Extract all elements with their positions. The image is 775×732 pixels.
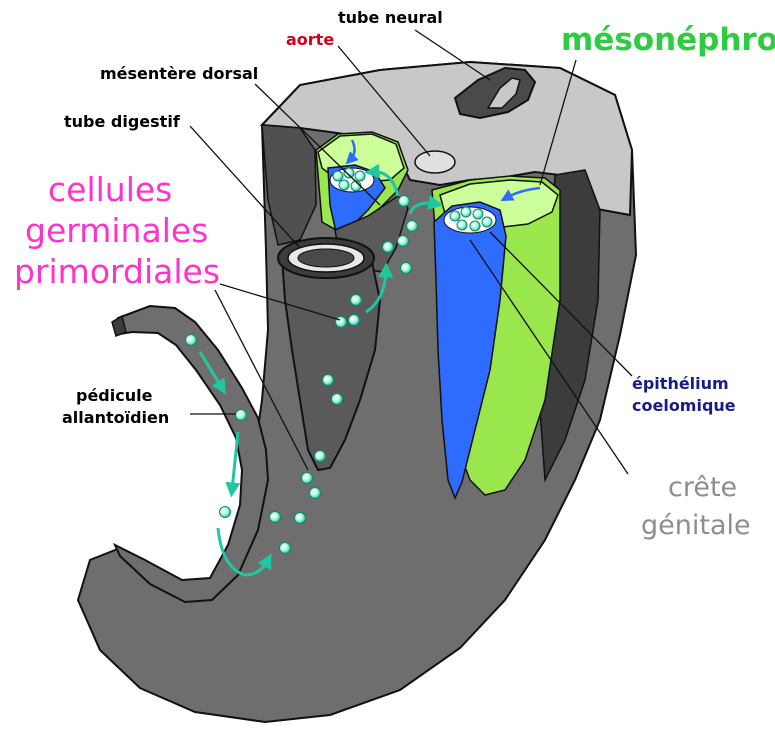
germ-cell xyxy=(470,221,480,231)
germ-cell xyxy=(355,171,365,181)
germ-cell xyxy=(450,211,460,221)
germ-cell xyxy=(457,220,467,230)
label-pedicule-line1: pédicule xyxy=(76,386,153,405)
migration-arrow-stalk-2 xyxy=(232,432,238,490)
label-pedicule-line2: allantoïdien xyxy=(62,408,169,427)
germ-cell xyxy=(323,375,334,386)
germ-cell xyxy=(344,168,354,178)
germ-cell xyxy=(401,263,412,274)
germ-cell xyxy=(333,171,343,181)
allantoic-stalk xyxy=(115,306,268,602)
label-cellules-line1: cellules xyxy=(48,170,172,209)
germ-cell xyxy=(473,209,483,219)
germ-cell xyxy=(336,317,347,328)
germ-cell xyxy=(315,451,326,462)
germ-cell xyxy=(270,512,281,523)
label-mesentere-dorsal: mésentère dorsal xyxy=(100,64,258,83)
germ-cell xyxy=(339,180,349,190)
germ-cell xyxy=(383,242,394,253)
label-epithelium-line1: épithélium xyxy=(632,374,729,393)
label-tube-digestif: tube digestif xyxy=(64,112,181,131)
germ-cell xyxy=(482,217,492,227)
germ-cell xyxy=(461,207,471,217)
germ-cell xyxy=(186,335,197,346)
germ-cell xyxy=(280,543,291,554)
label-tube-neural: tube neural xyxy=(338,8,443,27)
germ-cell xyxy=(302,473,313,484)
germ-cell xyxy=(399,196,410,207)
germ-cell xyxy=(332,394,343,405)
germ-cell xyxy=(398,236,409,247)
germ-cell xyxy=(220,507,231,518)
label-crete-line1: crête xyxy=(668,472,737,503)
germ-cell xyxy=(236,410,247,421)
aorte-vessel xyxy=(415,151,455,173)
germ-cell xyxy=(310,488,321,499)
label-aorte: aorte xyxy=(286,30,334,49)
label-cellules-line2: germinales xyxy=(25,211,208,250)
germ-cell xyxy=(351,295,362,306)
label-cellules-line3: primordiales xyxy=(14,252,220,291)
label-epithelium-line2: coelomique xyxy=(632,396,736,415)
label-crete-line2: génitale xyxy=(641,510,751,541)
germ-cell xyxy=(349,315,360,326)
label-mesonephros: mésonéphros xyxy=(561,22,775,58)
germ-cell xyxy=(295,513,306,524)
germ-cell xyxy=(407,221,418,232)
gut-tube-lumen xyxy=(298,249,354,267)
